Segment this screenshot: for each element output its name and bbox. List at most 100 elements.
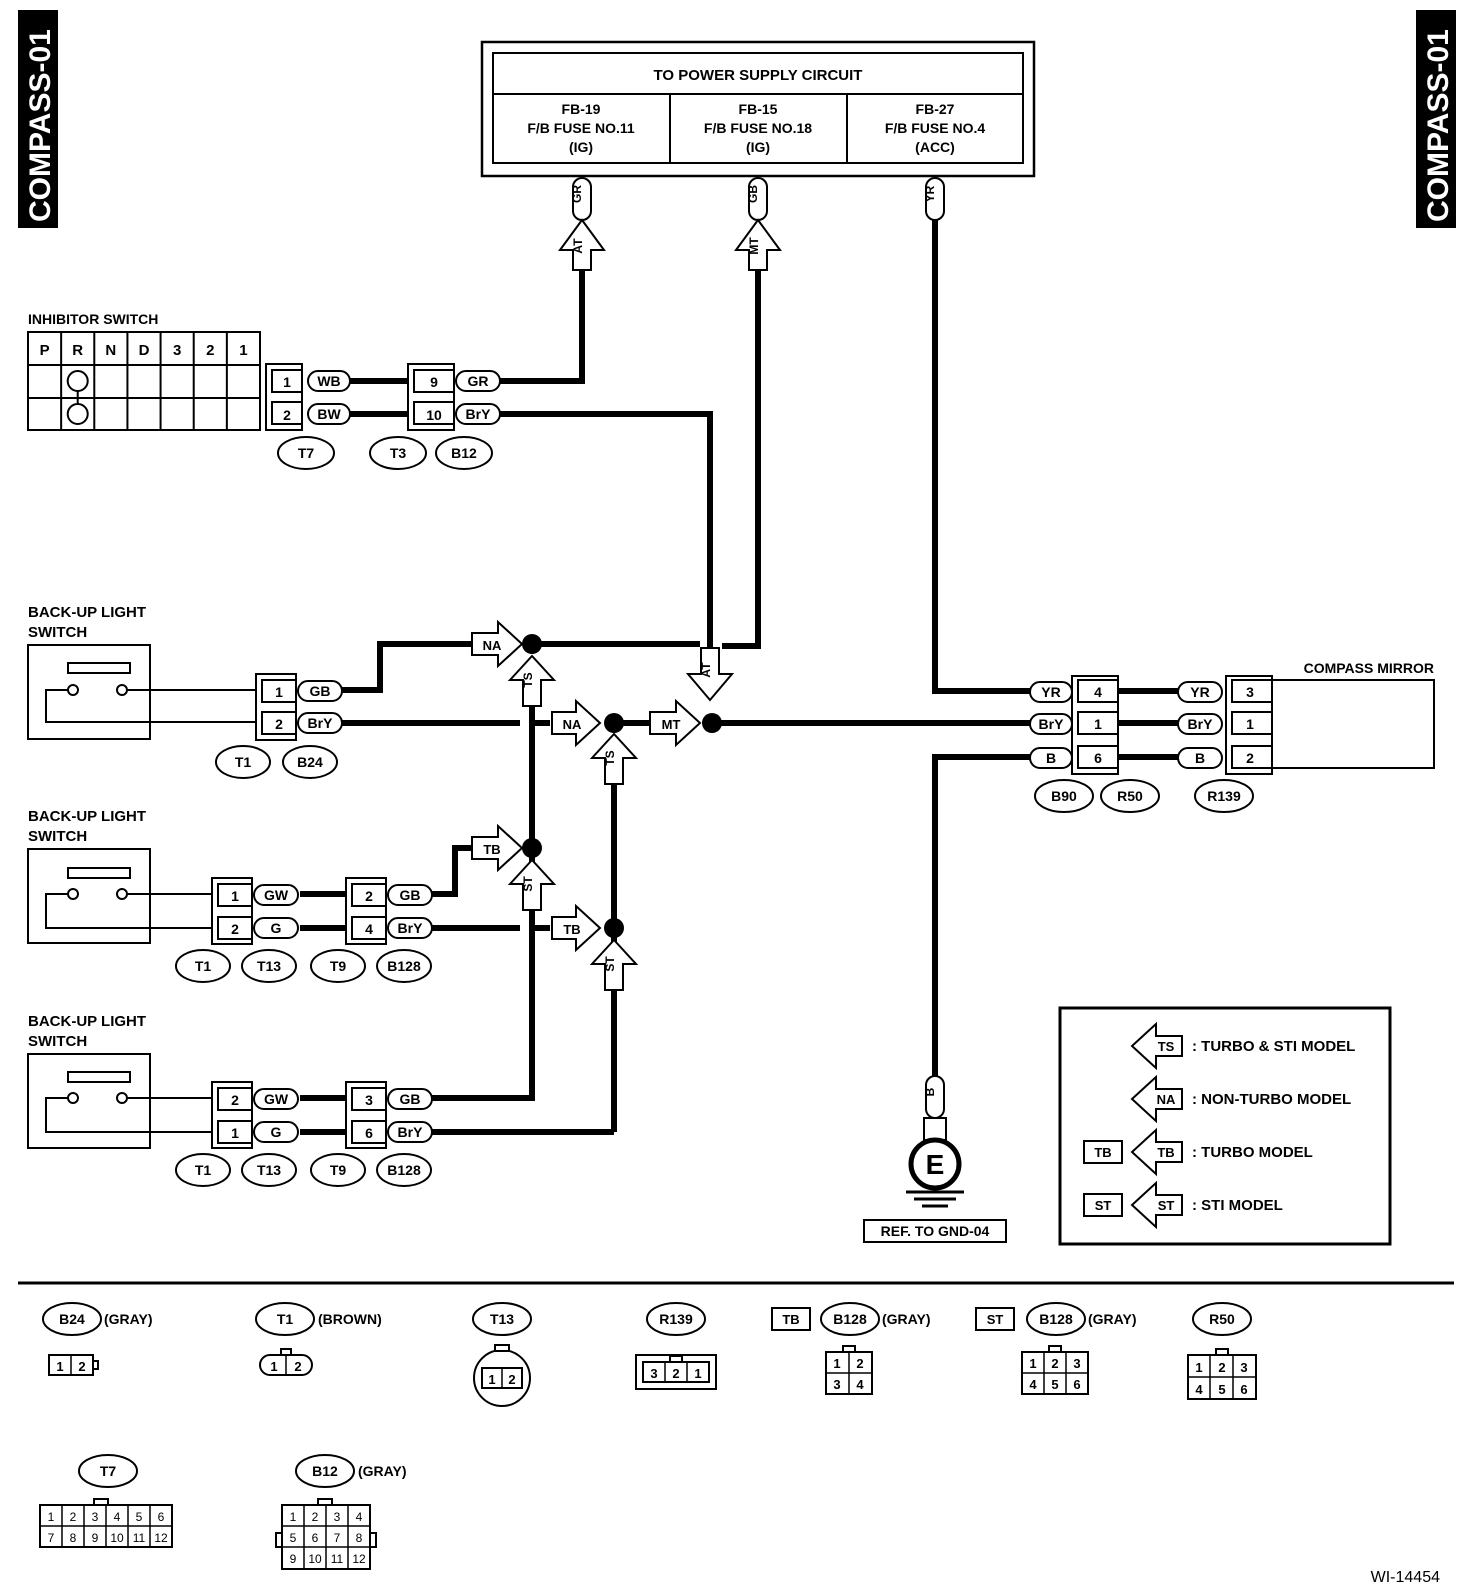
svg-text:4: 4 <box>1094 684 1102 700</box>
svg-text:6: 6 <box>158 1510 165 1524</box>
wire-tag-YR: YR <box>923 177 945 221</box>
svg-text:4: 4 <box>1029 1377 1037 1392</box>
svg-text:6: 6 <box>312 1531 319 1545</box>
svg-text:5: 5 <box>136 1510 143 1524</box>
model-arrow-MT-top: MT <box>734 218 782 271</box>
side-tab-right: COMPASS-01 <box>1416 10 1456 228</box>
svg-text:9: 9 <box>430 374 438 390</box>
svg-text:1: 1 <box>56 1359 63 1374</box>
svg-text:F/B FUSE NO.4: F/B FUSE NO.4 <box>885 120 986 136</box>
svg-text:B: B <box>923 1087 937 1096</box>
svg-text:TB: TB <box>483 842 500 857</box>
svg-text:7: 7 <box>334 1531 341 1545</box>
svg-text:AT: AT <box>699 662 713 678</box>
svg-text:3: 3 <box>334 1510 341 1524</box>
svg-text:GW: GW <box>264 1091 289 1107</box>
svg-text:B24: B24 <box>297 754 323 770</box>
svg-text:ST: ST <box>603 956 617 972</box>
svg-text:GR: GR <box>570 185 584 203</box>
svg-text:T13: T13 <box>257 958 281 974</box>
svg-text:7: 7 <box>48 1531 55 1545</box>
svg-text:B128: B128 <box>387 958 421 974</box>
svg-text:4: 4 <box>856 1377 864 1392</box>
svg-text:T7: T7 <box>298 445 315 461</box>
svg-text:F/B FUSE NO.18: F/B FUSE NO.18 <box>704 120 812 136</box>
svg-text:T7: T7 <box>100 1463 117 1479</box>
svg-text:3: 3 <box>833 1377 840 1392</box>
svg-text:TB: TB <box>1157 1145 1174 1160</box>
svg-text:MT: MT <box>747 237 761 255</box>
model-arrows-vertical: TS TS ST ST AT <box>507 647 735 991</box>
svg-text:(GRAY): (GRAY) <box>104 1311 153 1327</box>
svg-text:BrY: BrY <box>398 920 424 936</box>
svg-text:2: 2 <box>1218 1360 1225 1375</box>
backup-switch-3: BACK-UP LIGHT SWITCH 2 1 GW G 3 6 GB BrY… <box>27 1013 433 1187</box>
svg-text:4: 4 <box>365 921 373 937</box>
svg-text:T1: T1 <box>195 958 212 974</box>
svg-text:BACK-UP LIGHT: BACK-UP LIGHT <box>28 1013 146 1030</box>
figure-id: WI-14454 <box>1371 1569 1440 1586</box>
svg-text:6: 6 <box>1240 1382 1247 1397</box>
svg-text:B90: B90 <box>1051 788 1077 804</box>
svg-text:8: 8 <box>70 1531 77 1545</box>
svg-text:T13: T13 <box>490 1311 514 1327</box>
svg-text:10: 10 <box>110 1531 124 1545</box>
svg-text:FB-19: FB-19 <box>562 101 601 117</box>
power-supply-title: TO POWER SUPPLY CIRCUIT <box>654 67 863 84</box>
svg-text:(ACC): (ACC) <box>915 139 955 155</box>
svg-text:B24: B24 <box>59 1311 85 1327</box>
svg-text:6: 6 <box>1094 750 1102 766</box>
svg-text:(IG): (IG) <box>569 139 593 155</box>
backup-switch-1: BACK-UP LIGHT SWITCH 1 2 GB BrY T1 B24 <box>27 604 343 779</box>
svg-text:1: 1 <box>231 888 239 904</box>
svg-text:MT: MT <box>662 717 681 732</box>
svg-text:GB: GB <box>400 1091 421 1107</box>
svg-text:2: 2 <box>1051 1356 1058 1371</box>
svg-text:2: 2 <box>294 1359 301 1374</box>
svg-text:SWITCH: SWITCH <box>28 624 87 641</box>
svg-text:BW: BW <box>317 406 341 422</box>
inhibitor-position: 3 <box>173 342 181 359</box>
svg-text:BrY: BrY <box>466 406 492 422</box>
svg-text:11: 11 <box>331 1552 344 1566</box>
svg-text:2: 2 <box>508 1372 515 1387</box>
svg-text:T1: T1 <box>195 1162 212 1178</box>
svg-text:AT: AT <box>571 238 585 254</box>
svg-text:2: 2 <box>1246 750 1254 766</box>
svg-text:SWITCH: SWITCH <box>28 828 87 845</box>
svg-text:1: 1 <box>270 1359 277 1374</box>
svg-text:1: 1 <box>1029 1356 1036 1371</box>
svg-text:GB: GB <box>310 683 331 699</box>
svg-text:REF. TO GND-04: REF. TO GND-04 <box>881 1223 990 1239</box>
svg-text:12: 12 <box>352 1552 366 1566</box>
svg-text:3: 3 <box>1240 1360 1247 1375</box>
svg-text:COMPASS-01: COMPASS-01 <box>1422 29 1455 222</box>
svg-text:8: 8 <box>356 1531 363 1545</box>
svg-text:TS: TS <box>521 672 535 687</box>
svg-text:COMPASS-01: COMPASS-01 <box>24 29 57 222</box>
svg-text:T3: T3 <box>390 445 407 461</box>
svg-text:R139: R139 <box>659 1311 693 1327</box>
inhibitor-position: D <box>139 342 150 359</box>
svg-text:1: 1 <box>48 1510 55 1524</box>
svg-text:YR: YR <box>923 185 937 202</box>
svg-text:3: 3 <box>650 1366 657 1381</box>
svg-text:3: 3 <box>92 1510 99 1524</box>
inhibitor-position: P <box>40 342 50 359</box>
wire-tag-GB: GB <box>746 177 768 221</box>
svg-text:: NON-TURBO MODEL: : NON-TURBO MODEL <box>1192 1091 1351 1108</box>
svg-text:GB: GB <box>400 887 421 903</box>
svg-text:1: 1 <box>1094 716 1102 732</box>
svg-text:5: 5 <box>290 1531 297 1545</box>
svg-text:10: 10 <box>308 1552 322 1566</box>
svg-text:R50: R50 <box>1117 788 1143 804</box>
svg-text:1: 1 <box>290 1510 297 1524</box>
svg-text:1: 1 <box>833 1356 840 1371</box>
svg-text:(GRAY): (GRAY) <box>1088 1311 1137 1327</box>
svg-text:YR: YR <box>1190 684 1209 700</box>
svg-text:(BROWN): (BROWN) <box>318 1311 382 1327</box>
svg-text:NA: NA <box>483 638 502 653</box>
svg-text:FB-27: FB-27 <box>916 101 955 117</box>
